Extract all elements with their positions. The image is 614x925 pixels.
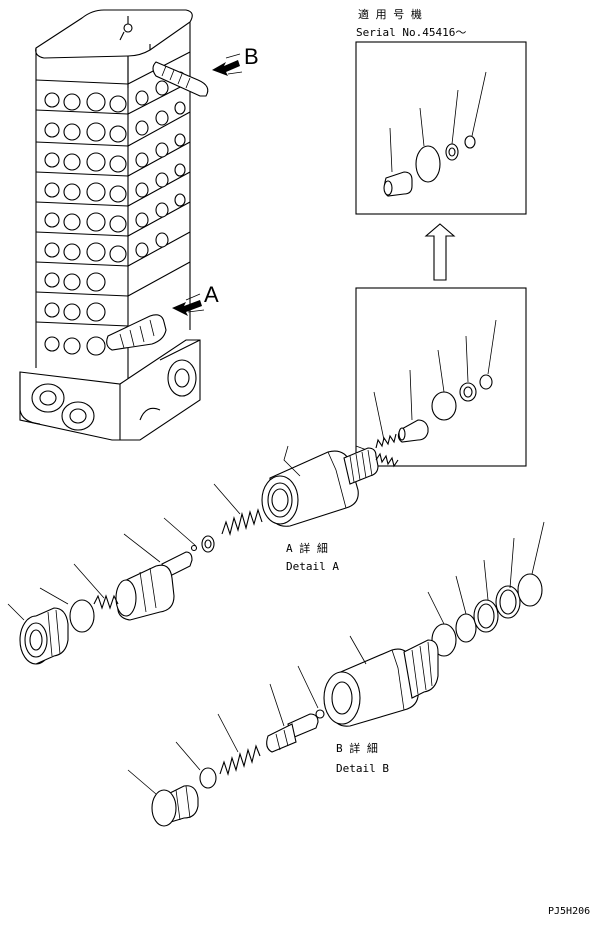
arrow-a-label: A <box>204 282 219 307</box>
up-arrow <box>424 223 456 281</box>
detail-a-oring <box>69 599 95 633</box>
inset1-parts <box>383 135 476 197</box>
detail-b-oring-3 <box>517 573 543 607</box>
detail-b-spring <box>219 744 261 776</box>
detail-b-housing <box>323 639 439 727</box>
valve-ports-side <box>135 71 186 258</box>
detail-b-label: Detail B <box>336 762 389 775</box>
detail-a-spool <box>115 551 193 621</box>
detail-b-exploded: B 詳 細 Detail B <box>127 521 545 827</box>
serial-inset: 適 用 号 機 Serial No.45416～ <box>355 7 527 215</box>
detail-b-jp-label: B 詳 細 <box>336 741 378 755</box>
arrow-b-label: B <box>244 44 259 69</box>
arrow-a: A <box>172 282 219 316</box>
detail-a-exploded: A 詳 細 Detail A <box>7 445 399 665</box>
detail-a-spring <box>221 508 263 536</box>
detail-a-jp-label: A 詳 細 <box>286 541 328 555</box>
drawing-code: PJ5H206 <box>548 906 590 917</box>
detail-b-oring-2 <box>455 613 477 643</box>
detail-a-housing <box>261 447 399 527</box>
installed-valve-a <box>106 314 167 351</box>
serial-jp-label: 適 用 号 機 <box>358 7 422 21</box>
inset2-parts <box>375 374 493 449</box>
detail-a-label: Detail A <box>286 560 339 573</box>
arrow-b: B <box>212 44 259 76</box>
detail-b-plug <box>151 785 199 827</box>
detail-b-oring-small <box>199 767 217 789</box>
detail-a-small-spring <box>93 594 119 610</box>
installed-valve-b <box>119 16 209 97</box>
detail-a-inset <box>355 287 527 467</box>
detail-a-plug <box>19 607 69 665</box>
serial-no-label: Serial No.45416～ <box>356 26 466 39</box>
valve-sections-front <box>35 51 191 327</box>
detail-b-spool <box>266 709 325 753</box>
valve-ports-front <box>44 92 127 356</box>
